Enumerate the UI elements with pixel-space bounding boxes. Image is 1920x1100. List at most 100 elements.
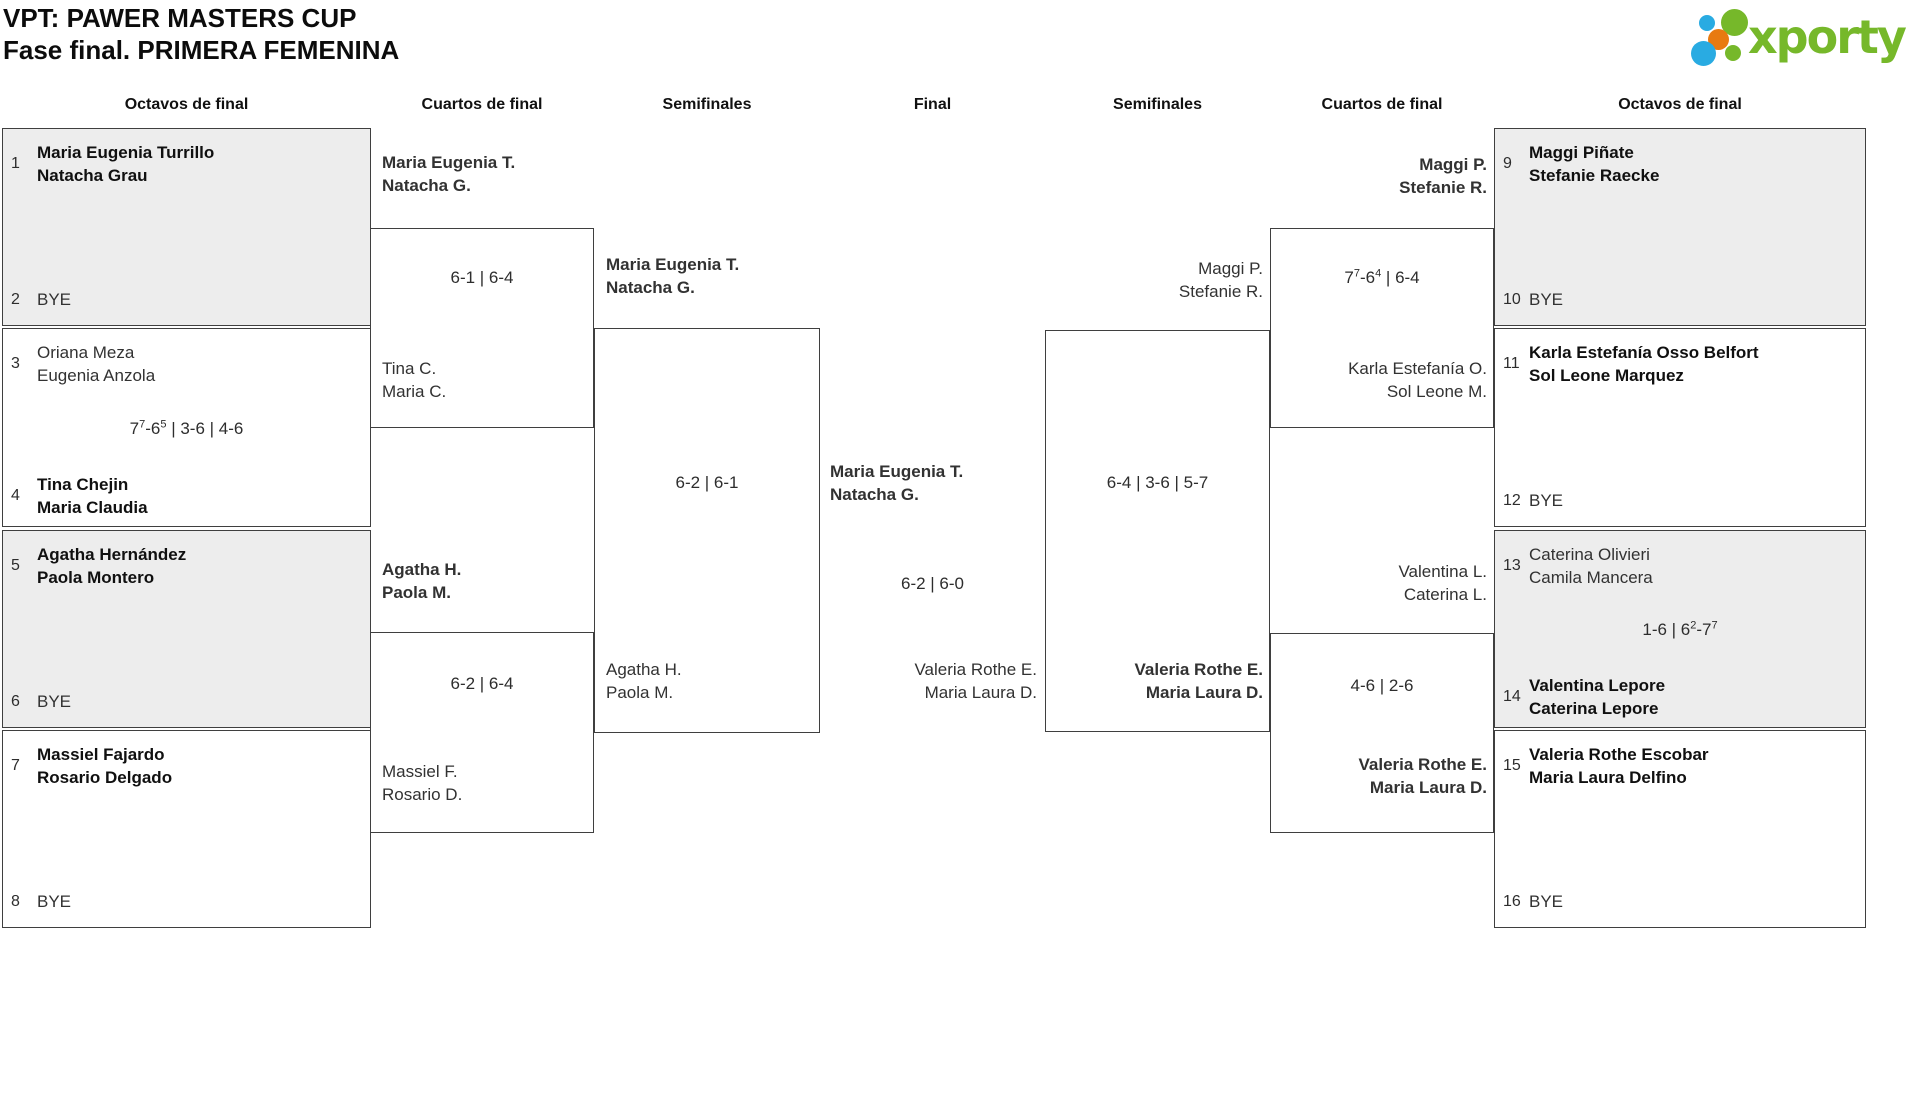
team-entry: 12 BYE [1503, 489, 1857, 512]
tournament-name: VPT: PAWER MASTERS CUP [3, 3, 357, 33]
team-entry: 8 BYE [11, 890, 362, 913]
advancing-team-label-final-top: Maria Eugenia T.Natacha G. [830, 462, 964, 504]
team-name: BYE [1529, 892, 1564, 911]
seed-number: 10 [1503, 290, 1521, 308]
seed-number: 9 [1503, 155, 1512, 172]
advancing-team-label-sf-l-top: Maria Eugenia T.Natacha G. [606, 255, 740, 297]
advancing-team-label-final-bottom: Valeria Rothe E.Maria Laura D. [914, 660, 1037, 702]
tournament-phase: Fase final. PRIMERA FEMENINA [3, 35, 400, 65]
match-box-sf-left [594, 328, 820, 733]
team-entry: 10 BYE [1503, 288, 1857, 311]
logo-dot-blue-small [1699, 15, 1715, 31]
match-score: 77-65 | 3-6 | 4-6 [129, 417, 244, 438]
seed-number: 8 [11, 892, 20, 910]
match-score-final: 6-2 | 6-0 [900, 574, 964, 593]
seed-number: 1 [11, 155, 20, 172]
team-name: BYE [37, 892, 72, 911]
match-score-qf-r1: 77-64 | 6-4 [1344, 267, 1420, 287]
seed-number: 14 [1503, 688, 1521, 705]
match-box-qf-r2 [1270, 633, 1494, 833]
seed-number: 15 [1503, 757, 1521, 774]
match-box-qf-l2 [370, 632, 594, 833]
advancing-team-label-qf-l1-top: Maria Eugenia T.Natacha G. [382, 153, 516, 195]
seed-number: 6 [11, 692, 20, 710]
team-entry: 2 BYE [11, 288, 362, 311]
match-score-qf-r2: 4-6 | 2-6 [1350, 676, 1414, 695]
round-header-final: Final [913, 96, 952, 113]
match-box-sf-right [1045, 330, 1270, 732]
team-name: BYE [37, 692, 72, 711]
match-score-qf-l2: 6-2 | 6-4 [450, 674, 514, 693]
team-name: BYE [1529, 290, 1564, 309]
match-score-sf-r: 6-4 | 3-6 | 5-7 [1106, 473, 1209, 492]
advancing-team-label-sf-r-bottom: Valeria Rothe E.Maria Laura D. [1134, 660, 1264, 702]
match-box-qf-r1 [1270, 228, 1494, 428]
team-entry: 6 BYE [11, 690, 362, 713]
tournament-title: VPT: PAWER MASTERS CUP Fase final. PRIME… [3, 2, 399, 66]
round-header-semis-left: Semifinales [662, 96, 752, 113]
match-box-qf-l1 [370, 228, 594, 428]
advancing-team-label-qf-l2-bottom: Massiel F.Rosario D. [382, 762, 463, 804]
advancing-team-label-qf-l2-top: Agatha H.Paola M. [382, 560, 462, 602]
seed-number: 7 [11, 757, 20, 774]
advancing-team-label-qf-r1-top: Maggi P.Stefanie R. [1399, 155, 1487, 197]
seed-number: 5 [11, 557, 20, 574]
seed-number: 13 [1503, 557, 1521, 574]
seed-number: 11 [1503, 355, 1520, 372]
advancing-team-label-qf-r1-bottom: Karla Estefanía O.Sol Leone M. [1348, 359, 1487, 401]
seed-number: 12 [1503, 491, 1521, 509]
round-header-cuartos-right: Cuartos de final [1321, 96, 1443, 113]
team-entry: 16 BYE [1503, 890, 1857, 913]
xporty-logo[interactable]: xporty [1686, 6, 1918, 70]
advancing-team-label-qf-r2-top: Valentina L.Caterina L. [1398, 562, 1487, 604]
match-score-sf-l: 6-2 | 6-1 [675, 473, 739, 492]
round-header-cuartos-left: Cuartos de final [421, 96, 543, 113]
logo-dot-blue-large [1691, 41, 1716, 66]
seed-number: 3 [11, 355, 20, 372]
advancing-team-label-qf-l1-bottom: Tina C.Maria C. [382, 359, 447, 401]
logo-wordmark: xporty [1748, 10, 1907, 64]
advancing-team-label-sf-r-top: Maggi P.Stefanie R. [1178, 259, 1263, 301]
seed-number: 2 [11, 290, 20, 308]
round-header-octavos-left: Octavos de final [124, 96, 249, 113]
seed-number: 4 [11, 487, 20, 504]
round-header-octavos-right: Octavos de final [1618, 96, 1742, 113]
logo-dot-green-small [1725, 45, 1741, 61]
match-score: 1-6 | 62-77 [1642, 619, 1718, 639]
round-header-semis-right: Semifinales [1113, 96, 1202, 113]
seed-number: 16 [1503, 892, 1521, 910]
team-name: BYE [1529, 491, 1564, 510]
advancing-team-label-qf-r2-bottom: Valeria Rothe E.Maria Laura D. [1358, 755, 1488, 797]
advancing-team-label-sf-l-bottom: Agatha H.Paola M. [606, 660, 682, 702]
match-score-qf-l1: 6-1 | 6-4 [450, 268, 514, 287]
